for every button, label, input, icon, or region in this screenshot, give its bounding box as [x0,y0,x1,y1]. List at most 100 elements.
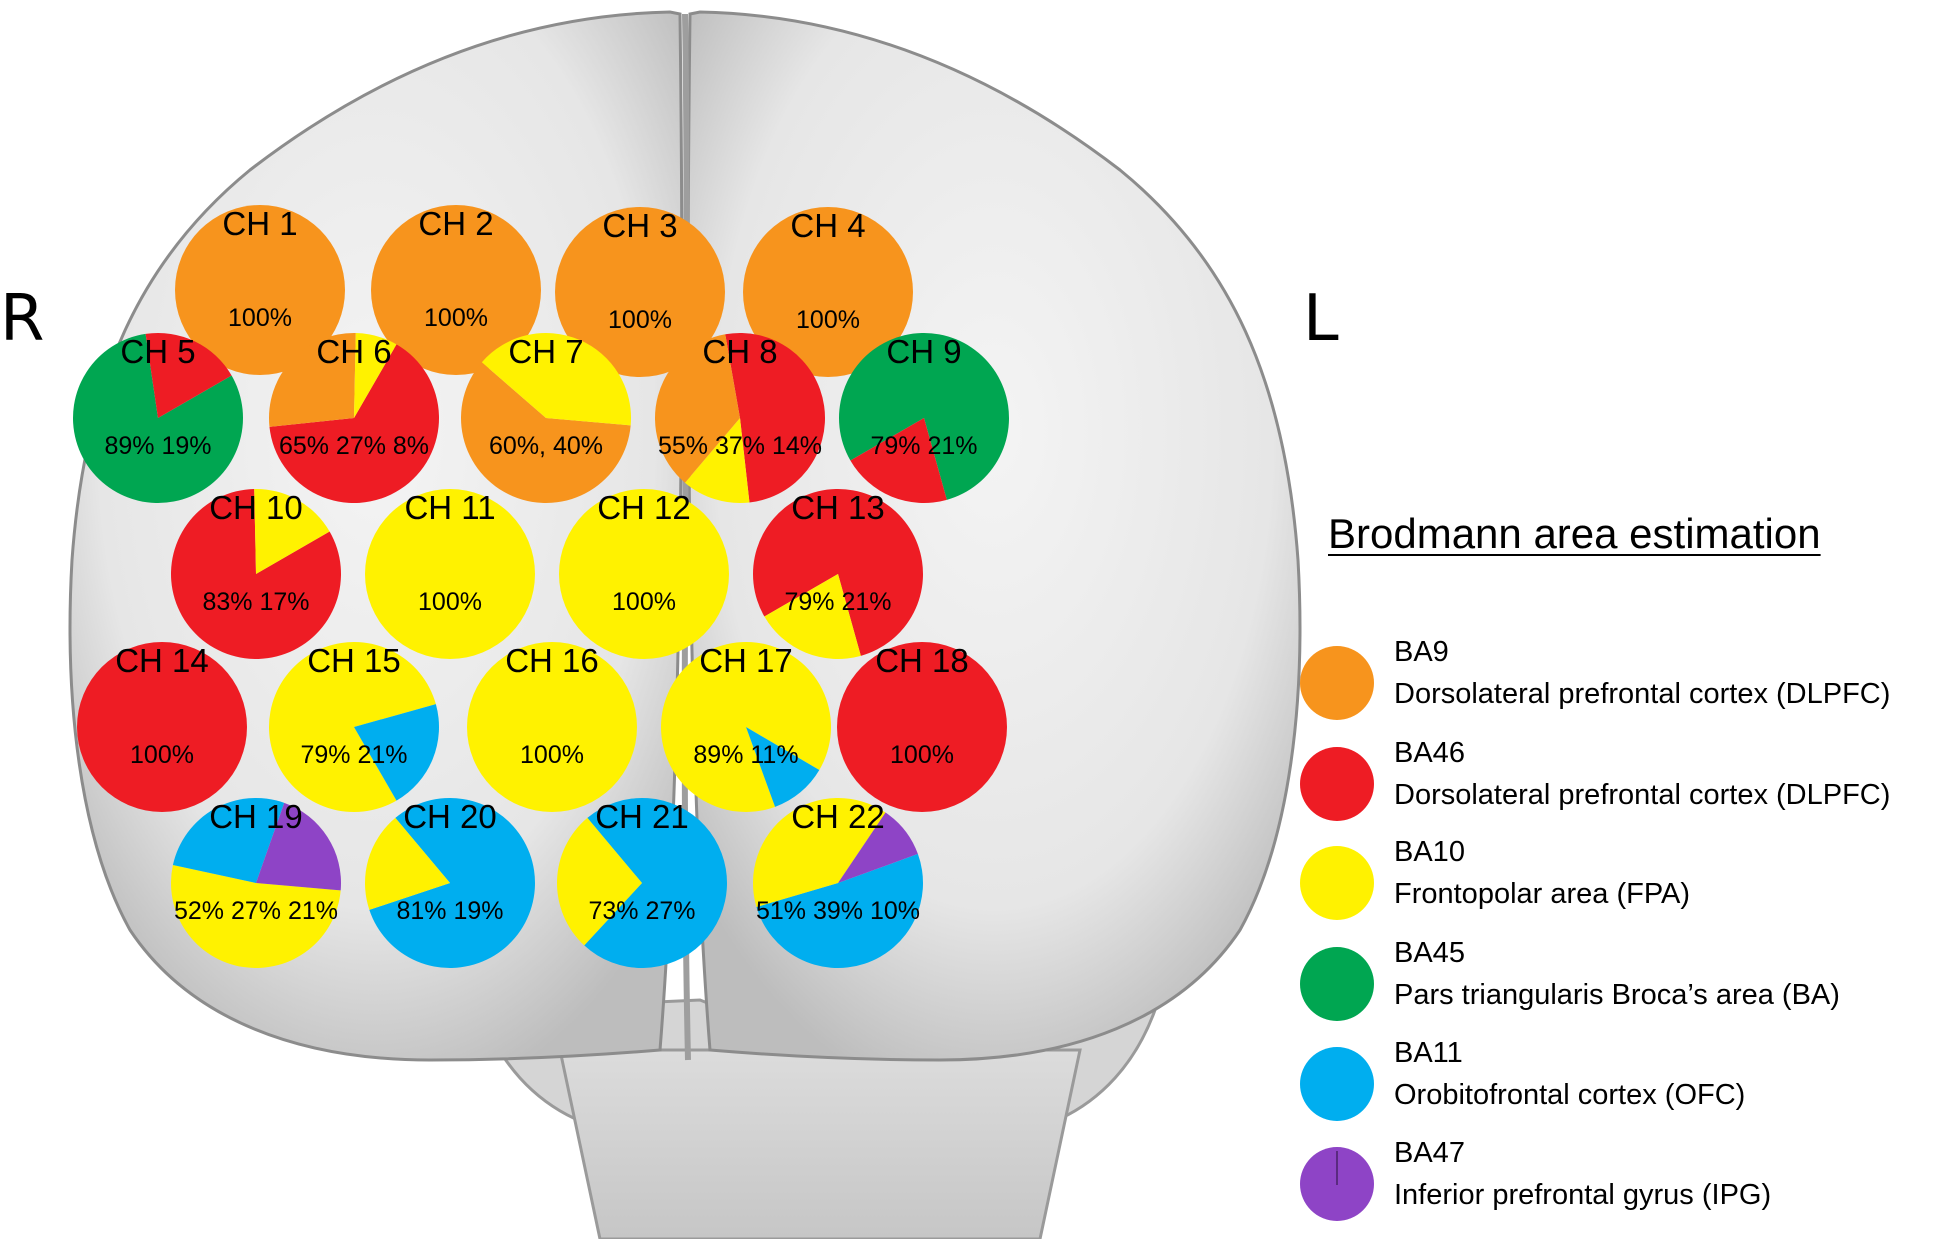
pie-slice-ba11 [756,853,923,968]
pie-slice-ba11 [746,727,820,807]
pie-slice-ba46 [269,344,439,503]
legend-item-ba11: BA11 Orobitofrontal cortex (OFC) [1300,1037,1950,1137]
channel-percentages: 100% [130,741,194,769]
legend-description: Frontopolar area (FPA) [1394,878,1691,910]
pie-slice-ba10 [557,817,642,946]
channel-label: CH 1 [222,205,297,242]
channel-label: CH 17 [699,642,793,679]
channel-pie-19: CH 19 52% 27% 21% [171,798,342,968]
legend-swatch [1300,1047,1374,1121]
pie-slice-ba45 [73,333,244,503]
channel-pie-9: CH 9 79% 21% [838,333,1009,503]
pie-slice-ba11 [369,798,536,969]
pie-slice-ba10 [354,333,397,418]
legend-code: BA46 [1394,737,1465,769]
pie-slice-ba10 [171,865,341,968]
channel-label: CH 11 [404,489,495,526]
channel-percentages: 52% 27% 21% [174,897,338,925]
pie-slice-ba11 [172,798,285,883]
channel-percentages: 89% 19% [104,432,211,460]
legend-item-ba9: BA9 Dorsolateral prefrontal cortex (DLPF… [1300,636,1950,736]
channel-label: CH 15 [307,642,401,679]
channel-label: CH 22 [791,798,885,835]
channel-pie-22: CH 22 51% 39% 10% [753,797,923,968]
pie-slice-ba10 [764,574,861,659]
legend-item-ba45: BA45 Pars triangularis Broca’s area (BA) [1300,937,1950,1037]
pie-slice-ba10 [753,797,886,907]
pie-slice-ba46 [171,489,341,659]
channel-percentages: 73% 27% [588,897,695,925]
channel-pie-10: CH 10 83% 17% [171,489,341,659]
channel-pie-1: CH 1 100% [175,205,345,375]
pie-slice-ba10 [467,642,637,812]
channel-percentages: 83% 17% [202,588,309,616]
channel-pie-8: CH 8 55% 37% 14% [654,333,826,504]
channel-label: CH 8 [702,333,777,370]
legend-code: BA11 [1394,1037,1463,1069]
channel-pie-17: CH 17 89% 11% [661,642,831,812]
legend-code: BA10 [1394,836,1465,868]
pie-slice-ba10 [365,817,450,910]
left-side-label: L [1303,282,1339,356]
pie-slice-ba10 [365,489,535,659]
pie-slice-ba9 [461,362,631,503]
right-side-label: R [0,282,45,356]
pie-slice-ba10 [661,642,831,812]
channel-percentages: 100% [612,588,676,616]
pie-slice-ba47 [838,812,918,883]
swatch-divider [1336,1151,1338,1185]
pie-slice-ba10 [254,489,330,574]
channel-percentages: 100% [890,741,954,769]
channel-label: CH 5 [120,333,195,370]
channel-percentages: 55% 37% 14% [658,432,822,460]
legend-description: Orobitofrontal cortex (OFC) [1394,1079,1746,1111]
legend-code: BA45 [1394,937,1465,969]
channel-percentages: 65% 27% 8% [279,432,429,460]
pie-slice-ba10 [559,489,729,659]
channel-pie-6: CH 6 65% 27% 8% [269,333,439,503]
channel-label: CH 18 [875,642,969,679]
pie-slice-ba45 [838,333,1009,500]
legend-description: Pars triangularis Broca’s area (BA) [1394,979,1840,1011]
legend-title: Brodmann area estimation [1328,510,1821,557]
channel-pie-2: CH 2 100% [371,205,541,375]
legend-description: Inferior prefrontal gyrus (IPG) [1394,1179,1772,1211]
channel-label: CH 2 [418,205,493,242]
channel-percentages: 100% [608,306,672,334]
channel-percentages: 89% 11% [693,741,798,769]
pie-slice-ba11 [584,797,727,968]
pie-slice-ba46 [837,642,1007,812]
pie-slice-ba46 [850,418,947,503]
channel-percentages: 100% [424,304,488,332]
legend-item-ba10: BA10 Frontopolar area (FPA) [1300,836,1950,936]
legend-code: BA47 [1394,1137,1465,1169]
pie-slice-ba10 [481,332,631,426]
pie-slice-ba9 [269,333,356,427]
pie-slice-ba10 [268,642,436,813]
legend-swatch [1300,846,1374,920]
channel-label: CH 16 [505,642,599,679]
channel-percentages: 81% 19% [396,897,503,925]
channel-percentages: 100% [228,304,292,332]
channel-label: CH 7 [508,333,583,370]
legend-swatch [1300,947,1374,1021]
channel-label: CH 21 [595,798,689,835]
channel-label: CH 6 [316,333,391,370]
channel-label: CH 20 [403,798,497,835]
channel-label: CH 19 [209,798,303,835]
channel-percentages: 79% 21% [870,432,977,460]
channel-pie-18: CH 18 100% [837,642,1007,812]
channel-label: CH 9 [886,333,961,370]
channel-label: CH 3 [602,207,677,244]
channel-pie-3: CH 3 100% [555,207,725,377]
pie-slice-ba46 [145,333,232,418]
channel-label: CH 10 [209,489,303,526]
channel-percentages: 51% 39% 10% [756,897,920,925]
legend-swatch [1300,646,1374,720]
